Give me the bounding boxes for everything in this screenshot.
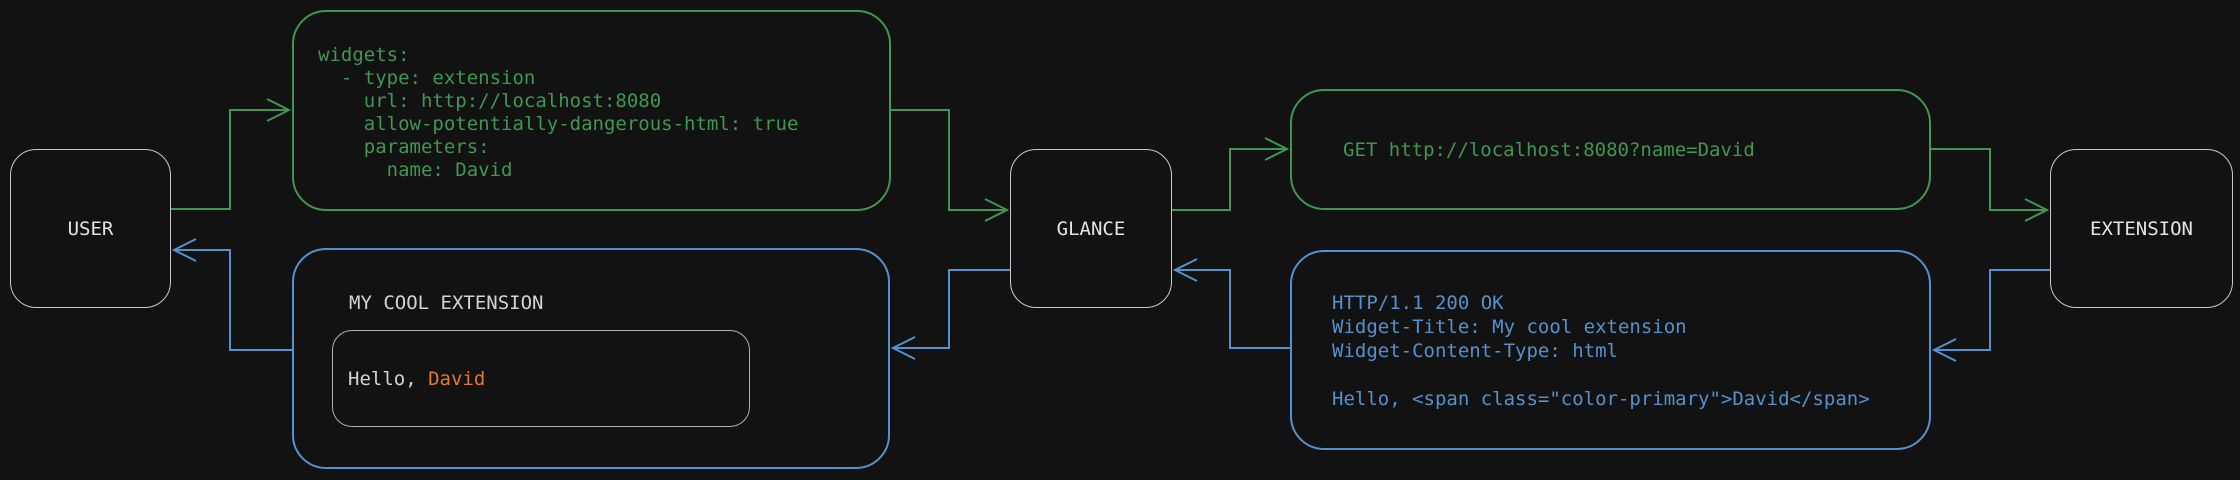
config-line: widgets: xyxy=(318,44,410,66)
http-request-box: GET http://localhost:8080?name=David xyxy=(1290,89,1931,210)
rendered-widget-box: MY COOL EXTENSION Hello, David xyxy=(292,248,890,469)
config-line: url: http://localhost:8080 xyxy=(318,90,662,112)
arrow-glance-to-request xyxy=(1172,137,1290,211)
arrow-response-to-glance xyxy=(1172,258,1290,349)
http-request-text: GET http://localhost:8080?name=David xyxy=(1343,138,1755,161)
greeting-name: David xyxy=(428,367,486,390)
arrow-extension-to-response xyxy=(1931,269,2050,362)
response-line: Hello, <span class="color-primary">David… xyxy=(1332,388,1870,410)
response-line: Widget-Title: My cool extension xyxy=(1332,316,1687,338)
arrow-glance-to-widget xyxy=(890,269,1010,360)
response-line: Widget-Content-Type: html xyxy=(1332,340,1618,362)
widget-title: MY COOL EXTENSION xyxy=(349,292,544,314)
config-line: allow-potentially-dangerous-html: true xyxy=(318,113,799,135)
glance-node: GLANCE xyxy=(1010,149,1172,308)
extension-node-label: EXTENSION xyxy=(2090,217,2193,240)
response-line: HTTP/1.1 200 OK xyxy=(1332,292,1504,314)
user-node-label: USER xyxy=(67,217,114,240)
widget-preview-box: Hello, David xyxy=(332,330,750,427)
arrow-config-to-glance xyxy=(891,109,1010,222)
config-line: - type: extension xyxy=(318,67,536,89)
arrow-user-to-config xyxy=(171,98,292,210)
glance-node-label: GLANCE xyxy=(1056,217,1126,240)
config-yaml-code: widgets: - type: extension url: http://l… xyxy=(294,12,889,182)
config-yaml-box: widgets: - type: extension url: http://l… xyxy=(292,10,891,211)
greeting-prefix: Hello, xyxy=(348,367,429,390)
config-line: name: David xyxy=(318,159,513,181)
arrow-widget-to-user xyxy=(171,238,292,351)
extension-node: EXTENSION xyxy=(2050,149,2233,308)
arrow-request-to-extension xyxy=(1931,148,2050,222)
config-line: parameters: xyxy=(318,136,490,158)
user-node: USER xyxy=(10,149,171,308)
response-line xyxy=(1332,363,1929,387)
